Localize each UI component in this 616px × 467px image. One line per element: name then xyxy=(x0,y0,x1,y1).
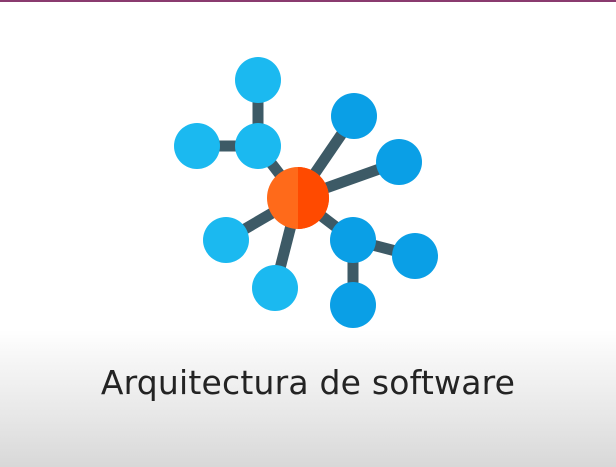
top-border xyxy=(0,0,616,2)
node-bottom-left xyxy=(252,265,298,311)
node-far-right xyxy=(392,233,438,279)
node-bottom xyxy=(330,282,376,328)
node-lower-left xyxy=(203,217,249,263)
node-right xyxy=(376,139,422,185)
node-upper-right xyxy=(331,93,377,139)
slide-title: Arquitectura de software xyxy=(100,363,516,402)
node-lower-right-inner xyxy=(330,217,376,263)
network-hub-icon xyxy=(174,57,438,328)
node-left xyxy=(174,123,220,169)
node-upper-left-inner xyxy=(235,123,281,169)
node-top xyxy=(235,57,281,103)
nodes xyxy=(174,57,438,328)
